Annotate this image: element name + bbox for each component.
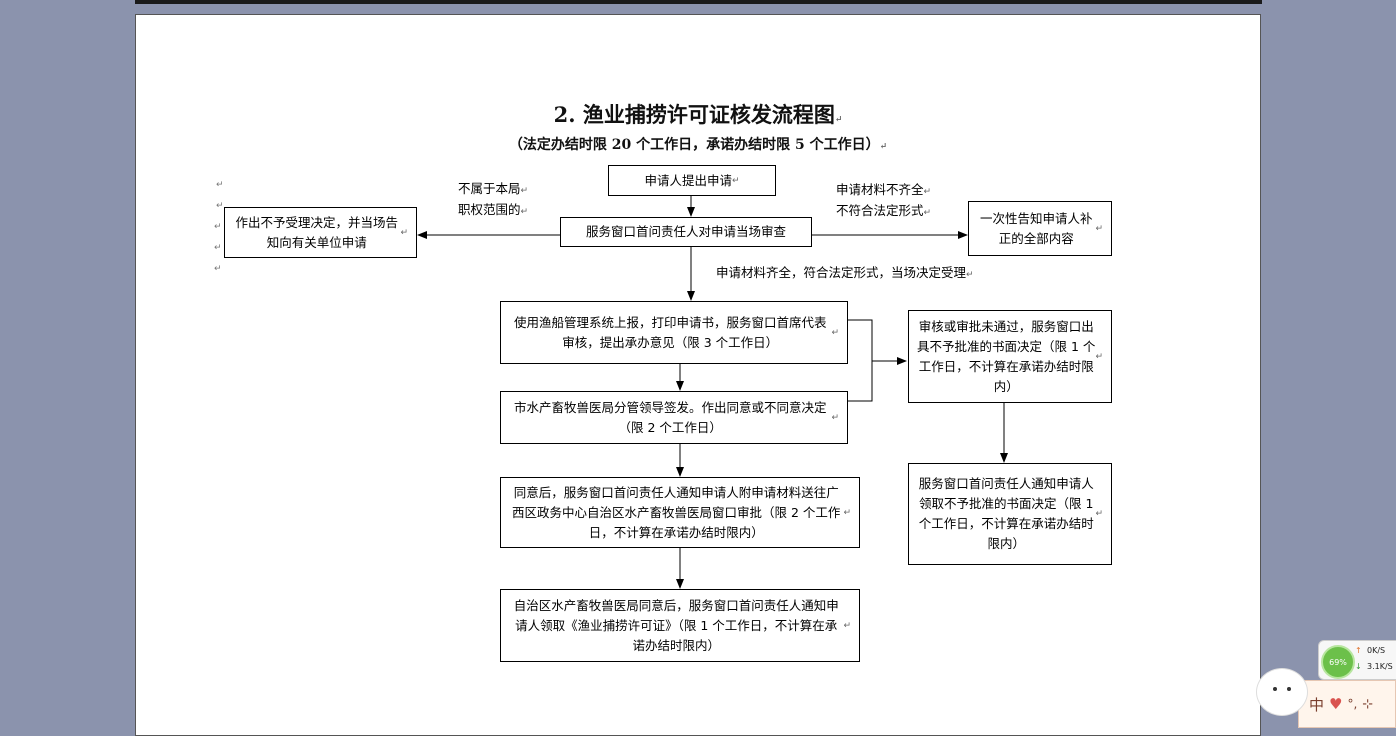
box-system-report: 使用渔船管理系统上报，打印申请书，服务窗口首席代表审核，提出承办意见（限 3 个… bbox=[500, 301, 848, 364]
heart-icon[interactable]: ♥ bbox=[1329, 695, 1343, 713]
right-margin-area bbox=[1262, 0, 1396, 728]
box-apply: 申请人提出申请↵ bbox=[608, 165, 776, 196]
upload-speed: ↑0K/S bbox=[1355, 646, 1386, 655]
label-accepted: 申请材料齐全，符合法定形式，当场决定受理↵ bbox=[716, 265, 974, 280]
box-onsite-review: 服务窗口首问责任人对申请当场审查 bbox=[560, 217, 812, 247]
flow-connectors bbox=[417, 196, 1008, 589]
page-title: 2. 渔业捕捞许可证核发流程图↵ bbox=[553, 102, 843, 127]
halfwidth-icon[interactable]: ⊹ bbox=[1362, 696, 1374, 712]
paragraph-mark: ↵ bbox=[214, 243, 222, 253]
box-bureau-sign: 市水产畜牧兽医局分管领导签发。作出同意或不同意决定（限 2 个工作日）↵ bbox=[500, 391, 848, 444]
ime-mascot-icon[interactable] bbox=[1256, 668, 1308, 716]
paragraph-mark: ↵ bbox=[214, 264, 222, 274]
bracket-to-not-pass bbox=[848, 319, 873, 402]
box-send-region: 同意后，服务窗口首问责任人通知申请人附申请材料送往广西区政务中心自治区水产畜牧兽… bbox=[500, 477, 860, 548]
label-not-in-scope-2: 职权范围的↵ bbox=[458, 202, 529, 217]
label-incomplete-1: 申请材料不齐全↵ bbox=[836, 182, 932, 197]
box-notify-collect: 服务窗口首问责任人通知申请人领取不予批准的书面决定（限 1 个工作日，不计算在承… bbox=[908, 463, 1112, 565]
ime-toolbar[interactable]: 中 ♥ °, ⊹ bbox=[1298, 680, 1396, 728]
paragraph-mark: ↵ bbox=[216, 201, 224, 211]
window-top-border bbox=[135, 0, 1262, 4]
box-not-pass: 审核或审批未通过，服务窗口出具不予批准的书面决定（限 1 个工作日，不计算在承诺… bbox=[908, 310, 1112, 403]
paragraph-mark: ↵ bbox=[216, 180, 224, 190]
page-subtitle: （法定办结时限 20 个工作日，承诺办结时限 5 个工作日）↵ bbox=[508, 137, 888, 153]
ime-mode-label[interactable]: 中 bbox=[1309, 695, 1325, 714]
box-region-approve: 自治区水产畜牧兽医局同意后，服务窗口首问责任人通知申请人领取《渔业捕捞许可证》（… bbox=[500, 589, 860, 662]
up-arrow-icon: ↑ bbox=[1355, 646, 1362, 655]
punctuation-icon[interactable]: °, bbox=[1347, 697, 1358, 711]
label-incomplete-2: 不符合法定形式↵ bbox=[836, 203, 932, 218]
download-speed: ↓3.1K/S bbox=[1355, 662, 1393, 671]
memory-gauge[interactable]: 69% bbox=[1321, 645, 1355, 679]
down-arrow-icon: ↓ bbox=[1355, 662, 1362, 671]
box-reject: 作出不予受理决定，并当场告知向有关单位申请↵ bbox=[224, 207, 417, 258]
document-page: 2. 渔业捕捞许可证核发流程图↵ （法定办结时限 20 个工作日，承诺办结时限 … bbox=[135, 14, 1261, 736]
label-not-in-scope-1: 不属于本局↵ bbox=[458, 181, 529, 196]
paragraph-mark: ↵ bbox=[214, 222, 222, 232]
box-notify-correct: 一次性告知申请人补正的全部内容↵ bbox=[968, 201, 1112, 256]
